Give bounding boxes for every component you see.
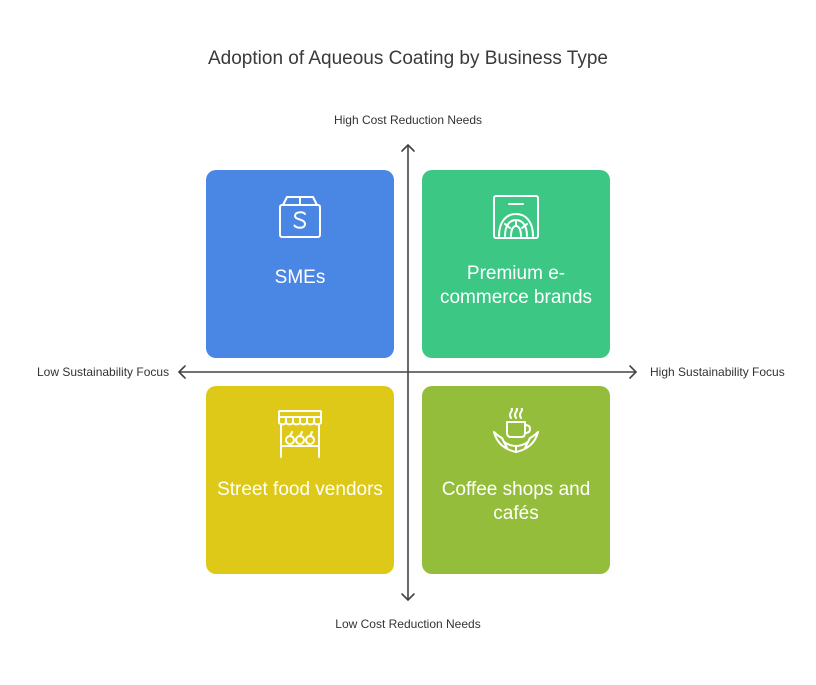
axis-label-bottom: Low Cost Reduction Needs bbox=[335, 617, 481, 631]
vertical-axis-arrow-down bbox=[401, 593, 415, 601]
quadrant-label-premium-ecommerce: Premium e-commerce brands bbox=[439, 263, 593, 308]
axis-label-right: High Sustainability Focus bbox=[650, 365, 785, 379]
quadrant-coffee-shops: Coffee shops and cafés bbox=[422, 386, 610, 574]
box-s-icon bbox=[279, 196, 321, 238]
quadrant-smes: SMEs bbox=[206, 170, 394, 358]
axis-label-top: High Cost Reduction Needs bbox=[333, 113, 483, 127]
shopping-bag-icon bbox=[493, 195, 539, 239]
food-stall-icon bbox=[278, 410, 322, 458]
diagram-title: Adoption of Aqueous Coating by Business … bbox=[208, 48, 608, 69]
quadrant-label-street-food-vendors: Street food vendors bbox=[217, 479, 383, 500]
coffee-croissant-icon bbox=[493, 408, 539, 453]
quadrant-label-coffee-shops: Coffee shops and cafés bbox=[441, 479, 591, 524]
axis-label-left: Low Sustainability Focus bbox=[37, 365, 170, 379]
vertical-axis-arrow-up bbox=[401, 144, 415, 152]
horizontal-axis-arrow-right bbox=[629, 365, 637, 379]
quadrant-street-food-vendors: Street food vendors bbox=[206, 386, 394, 574]
horizontal-axis-arrow-left bbox=[178, 365, 186, 379]
quadrant-premium-ecommerce: Premium e-commerce brands bbox=[422, 170, 610, 358]
quadrant-label-smes: SMEs bbox=[274, 267, 326, 288]
